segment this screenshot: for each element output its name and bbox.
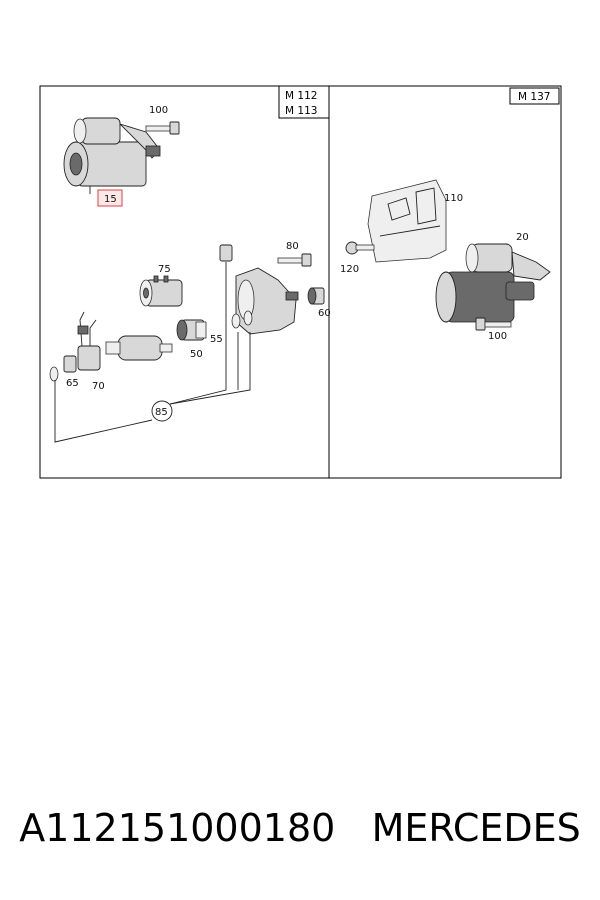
- heat-shield-110: 110: [367, 179, 463, 263]
- bolt-80: 80: [277, 241, 312, 267]
- callout-60: 60: [318, 308, 331, 319]
- set-85-bracket: 85: [54, 262, 251, 443]
- starter-motor-assembly-left: [63, 117, 161, 194]
- part-number: A112151000180: [19, 806, 336, 850]
- model-box-m137: M 137: [509, 87, 560, 105]
- starter-motor-parts-diagram: M 112 M 113 M 137 15 100 80: [39, 85, 562, 479]
- clip-part: [219, 244, 233, 262]
- brush-holder-70: 70: [77, 311, 105, 392]
- model-box-m112-m113: M 112 M 113: [278, 85, 330, 119]
- model-label-m137: M 137: [518, 91, 550, 103]
- starter-motor-20: 20: [435, 232, 551, 323]
- model-label-m112: M 112: [285, 90, 317, 102]
- bushing-65: 65: [49, 355, 79, 389]
- drive-end-housing: [235, 267, 299, 335]
- callout-15-highlight: 15: [97, 189, 123, 207]
- callout-85: 85: [155, 407, 168, 418]
- bolt-120: 120: [340, 241, 375, 275]
- callout-15: 15: [104, 194, 117, 205]
- callout-120: 120: [340, 264, 359, 275]
- solenoid-75: 75: [139, 264, 183, 307]
- armature: [105, 335, 173, 361]
- callout-110: 110: [444, 193, 463, 204]
- callout-55: 55: [210, 334, 223, 345]
- callout-20: 20: [516, 232, 529, 243]
- pinion-gear-50: 50: [176, 319, 207, 360]
- bolt-100-left: 100: [145, 105, 180, 135]
- bushing-60: 60: [307, 287, 331, 319]
- callout-70: 70: [92, 381, 105, 392]
- part-caption: A112151000180 MERCEDES: [0, 806, 600, 850]
- callout-80: 80: [286, 241, 299, 252]
- callout-75: 75: [158, 264, 171, 275]
- callout-65: 65: [66, 378, 79, 389]
- callout-100-left: 100: [149, 105, 168, 116]
- model-label-m113: M 113: [285, 105, 317, 117]
- bolt-100-right: 100: [475, 317, 512, 342]
- callout-100-right: 100: [488, 331, 507, 342]
- callout-50: 50: [190, 349, 203, 360]
- washers-55: 55: [210, 310, 253, 345]
- brand-name: MERCEDES: [371, 806, 581, 850]
